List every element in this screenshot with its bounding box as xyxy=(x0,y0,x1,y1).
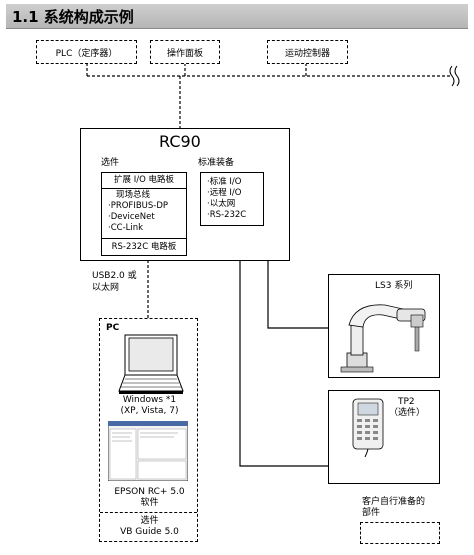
tp-label: TP2 xyxy=(398,397,415,407)
robot-box: LS3 系列 xyxy=(328,274,440,378)
legend-dashed-box xyxy=(360,522,440,544)
software-line2: 软件 xyxy=(140,498,159,508)
expansion-io-label: 扩展 I/O 电路板 xyxy=(114,175,174,185)
controller-title: RC90 xyxy=(159,132,201,151)
rs232c-board: RS-232C 电路板 xyxy=(102,239,186,256)
option-line1: 选件 xyxy=(140,516,159,526)
legend-label-1: 客户自行准备的 xyxy=(362,497,426,507)
section-title: 1.1 系统构成示例 xyxy=(12,8,134,26)
fieldbus-title: 现场总线 xyxy=(116,190,151,200)
operation-panel-box: 操作面板 xyxy=(150,40,220,64)
option-line2: VB Guide 5.0 xyxy=(120,527,179,537)
pc-divider xyxy=(100,512,197,513)
pc-os-line1: Windows *1 xyxy=(122,395,177,405)
laptop-icon xyxy=(118,334,184,394)
software-screenshot xyxy=(108,421,188,481)
operation-panel-label: 操作面板 xyxy=(166,48,203,59)
fieldbus-item: ·CC-Link xyxy=(108,223,144,233)
pc-label: PC xyxy=(106,323,120,333)
pc-os-line2: (XP, Vista, 7) xyxy=(120,406,179,416)
plc-box: PLC（定序器） xyxy=(36,40,137,64)
pc-box: PC Windows *1 (XP, Vista, 7) EPSON RC+ 5… xyxy=(99,318,198,542)
tp-option: （选件） xyxy=(389,408,426,418)
expansion-io-board: 扩展 I/O 电路板 xyxy=(102,173,186,189)
standard-label: 标准装备 xyxy=(198,158,235,168)
controller-box: RC90 选件 标准装备 扩展 I/O 电路板 现场总线 ·PROFIBUS-D… xyxy=(80,128,290,261)
rs232c-board-label: RS-232C 电路板 xyxy=(111,242,177,252)
teach-pendant-box: TP2 （选件） xyxy=(328,390,440,484)
fieldbus-item: ·PROFIBUS-DP xyxy=(108,201,169,211)
connection-label-2: 以太网 xyxy=(92,283,120,293)
motion-controller-label: 运动控制器 xyxy=(284,48,330,59)
standard-item: ·远程 I/O xyxy=(207,188,242,198)
section-header: 1.1 系统构成示例 xyxy=(6,4,468,29)
break-symbol xyxy=(449,65,460,87)
standard-item: ·标准 I/O xyxy=(207,177,242,187)
fieldbus-section: 现场总线 ·PROFIBUS-DP ·DeviceNet ·CC-Link xyxy=(102,189,186,239)
scara-robot-icon xyxy=(340,304,426,373)
motion-controller-box: 运动控制器 xyxy=(267,40,348,64)
options-box: 扩展 I/O 电路板 现场总线 ·PROFIBUS-DP ·DeviceNet … xyxy=(101,172,187,256)
connection-label-1: USB2.0 或 xyxy=(92,271,137,281)
standard-item: ·以太网 xyxy=(207,199,236,209)
robot-label: LS3 系列 xyxy=(375,281,413,291)
legend-label-2: 部件 xyxy=(362,508,381,518)
options-label: 选件 xyxy=(101,158,120,168)
teach-pendant-icon xyxy=(352,398,384,457)
software-line1: EPSON RC+ 5.0 xyxy=(114,487,185,497)
fieldbus-item: ·DeviceNet xyxy=(108,212,155,222)
plc-label: PLC（定序器） xyxy=(55,48,118,59)
standard-box: ·标准 I/O ·远程 I/O ·以太网 ·RS-232C xyxy=(200,172,264,226)
standard-item: ·RS-232C xyxy=(207,210,247,220)
